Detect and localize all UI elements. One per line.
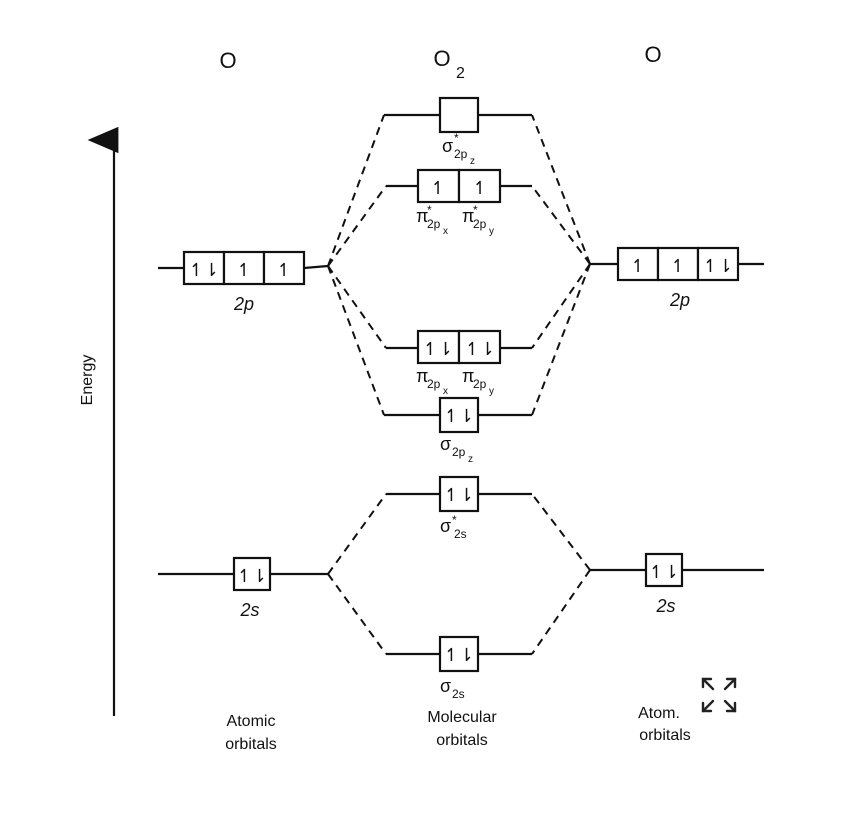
left-2s-label: 2s [239,600,259,620]
pi-star-2py-subsub: y [489,226,494,237]
pi-2py-symbol: π [462,366,474,386]
sigma-2pz-sub: 2p [452,445,466,459]
pi-star-2px-sub: 2p [427,217,441,231]
pi-star-2px-star: * [427,203,432,217]
sigma-2s-sub: 2s [452,687,465,701]
pi-star-2px-electrons: ↿ [430,178,445,198]
sigma-2pz-symbol: σ [440,434,451,454]
pi-star-2px-subsub: x [443,226,448,237]
middle-column-label-line1: Molecular [427,709,497,726]
right-column-label-line2: orbitals [639,727,691,744]
right-2p-label: 2p [669,290,690,310]
right-2p-box-3-electrons: ↿⇂ [703,256,733,276]
middle-column-label-line2: orbitals [436,732,488,749]
left-column-label-line1: Atomic [227,713,276,730]
right-2s-electrons: ↿⇂ [649,562,679,582]
sigma-star-2s-star: * [452,513,457,527]
sigma-2pz-subsub: z [468,454,473,465]
molecule-header-subscript: 2 [456,65,465,82]
mo-sigma-star-2s: ↿⇂ σ * 2s [386,475,532,541]
pi-2px-symbol: π [416,366,428,386]
left-2s-orbital: ↿⇂ 2s [158,556,328,620]
mo-pi-2p: ↿⇂ ↿⇂ π 2p x π 2p y [386,329,532,397]
left-2p-box-2-electrons: ↿ [236,260,251,280]
sigma-2s-electrons: ↿⇂ [444,645,474,665]
pi-2px-subsub: x [443,386,448,397]
energy-axis-label: Energy [79,355,96,406]
pi-star-2py-electrons: ↿ [472,178,487,198]
pi-2py-electrons: ↿⇂ [465,339,495,359]
right-atom-header: O [644,42,661,67]
sigma-star-2pz-sub: 2p [454,147,468,161]
right-column-label-line1: Atom. [638,705,680,722]
pi-2py-sub: 2p [473,377,487,391]
pi-2py-subsub: y [489,386,494,397]
sigma-star-2pz-subsub: z [470,156,475,167]
left-2p-label: 2p [233,294,254,314]
column-labels: Atomic orbitals Molecular orbitals Atom.… [225,705,691,753]
mo-sigma-star-2pz: σ * 2p z [384,96,532,167]
sigma-2s-symbol: σ [440,676,451,696]
right-2s-orbital: ↿⇂ 2s [590,552,764,616]
left-atom-header: O [219,48,236,73]
pi-2px-sub: 2p [427,377,441,391]
pi-2px-electrons: ↿⇂ [423,339,453,359]
left-column-label-line2: orbitals [225,736,277,753]
sigma-star-2s-symbol: σ [440,516,451,536]
pi-star-2px-symbol: π [416,206,428,226]
correlation-lines [327,114,591,655]
mo-sigma-2pz: ↿⇂ σ 2p z [384,396,532,465]
left-2p-orbital: ↿⇂ ↿ ↿ 2p [158,250,329,314]
mo-sigma-2s: ↿⇂ σ 2s [386,635,532,701]
right-2p-box-2-electrons: ↿ [670,256,685,276]
sigma-2pz-electrons: ↿⇂ [444,406,474,426]
right-2s-label: 2s [655,596,675,616]
mo-pi-star-2p: ↿ ↿ π * 2p x π * 2p y [386,168,532,237]
sigma-star-2pz-symbol: σ [442,136,453,156]
right-2p-orbital: ↿ ↿ ↿⇂ 2p [590,246,764,310]
left-2p-box-3-electrons: ↿ [276,260,291,280]
pi-star-2py-star: * [473,203,478,217]
left-2s-electrons: ↿⇂ [237,566,267,586]
sigma-star-2pz-star: * [454,131,459,145]
right-2p-box-1-electrons: ↿ [630,256,645,276]
sigma-star-2s-sub: 2s [454,527,467,541]
pi-star-2py-symbol: π [462,206,474,226]
sigma-star-2s-electrons: ↿⇂ [444,485,474,505]
pi-star-2py-sub: 2p [473,217,487,231]
expand-icon[interactable] [700,676,738,714]
left-2p-box-1-electrons: ↿⇂ [189,260,219,280]
molecule-header: O [433,46,450,71]
